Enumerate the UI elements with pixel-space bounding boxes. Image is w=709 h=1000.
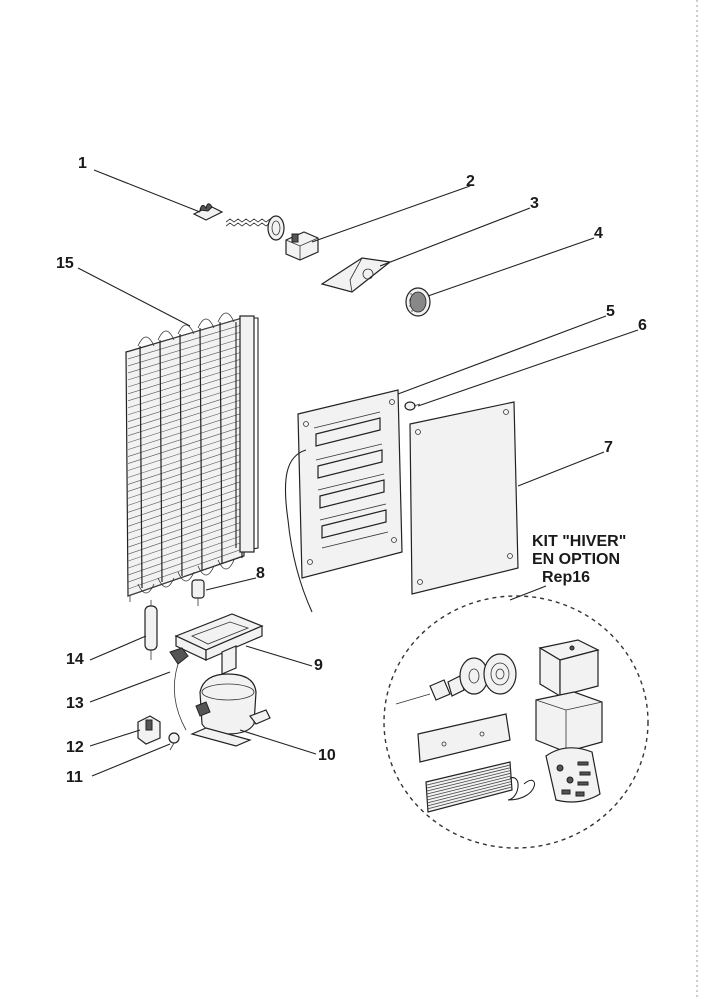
part-4-knob <box>405 287 431 317</box>
leader-1 <box>93 169 201 213</box>
callout-9: 9 <box>314 657 323 674</box>
leader-12 <box>89 729 141 747</box>
kit-title-line3: Rep16 <box>542 569 590 586</box>
part-5-evaporator <box>284 389 403 613</box>
part-2-thermostat <box>225 215 319 261</box>
part-6-screw <box>404 401 421 411</box>
leader-9 <box>245 645 313 667</box>
kit-u-channel <box>535 691 603 753</box>
callout-8: 8 <box>256 565 265 582</box>
part-14-filter <box>144 600 158 660</box>
leader-14 <box>89 635 147 661</box>
callout-14: 14 <box>66 651 84 668</box>
kit-title-line2: EN OPTION <box>532 551 620 568</box>
leader-13 <box>89 671 171 703</box>
callout-6: 6 <box>638 317 647 334</box>
callout-15: 15 <box>56 255 74 272</box>
part-8-drier <box>191 579 205 606</box>
leader-lines <box>77 169 639 777</box>
callout-13: 13 <box>66 695 84 712</box>
leader-4 <box>427 237 595 297</box>
kit-hiver-group <box>383 595 649 849</box>
kit-discs <box>459 653 517 695</box>
callout-2: 2 <box>466 173 475 190</box>
part-15-condenser <box>125 312 259 602</box>
leader-11 <box>91 743 171 777</box>
leader-6 <box>417 329 639 407</box>
kit-block <box>538 639 600 698</box>
part-3-bracket <box>320 257 392 293</box>
kit-heater <box>425 761 536 813</box>
callout-12: 12 <box>66 739 84 756</box>
kit-thermostat <box>395 675 465 705</box>
callout-4: 4 <box>594 225 603 242</box>
kit-dashed-boundary <box>383 595 649 849</box>
leader-5 <box>397 315 607 395</box>
part-1-clip <box>192 203 224 221</box>
callout-labels: 1 2 3 4 5 6 7 8 9 10 11 12 13 14 15 <box>56 155 647 786</box>
part-7-panel <box>409 401 519 595</box>
callout-1: 1 <box>78 155 87 172</box>
kit-plate <box>417 713 511 763</box>
callout-3: 3 <box>530 195 539 212</box>
part-10-compressor <box>190 673 271 747</box>
leader-kit <box>509 585 547 601</box>
part-13-relay <box>169 647 189 731</box>
leader-2 <box>311 185 471 243</box>
callout-11: 11 <box>66 769 83 786</box>
leader-10 <box>239 729 317 755</box>
kit-heading: KIT "HIVER" EN OPTION Rep16 <box>532 533 626 586</box>
leader-15 <box>77 267 191 327</box>
callout-10: 10 <box>318 747 336 764</box>
kit-title-line1: KIT "HIVER" <box>532 533 626 550</box>
leader-3 <box>379 207 531 267</box>
part-9-support <box>174 613 264 675</box>
callout-5: 5 <box>606 303 615 320</box>
kit-hardware <box>545 747 601 803</box>
callout-7: 7 <box>604 439 613 456</box>
part-12-connector <box>137 715 161 745</box>
leader-7 <box>517 451 605 487</box>
part-11-plug <box>168 732 180 751</box>
leader-8 <box>205 577 257 591</box>
